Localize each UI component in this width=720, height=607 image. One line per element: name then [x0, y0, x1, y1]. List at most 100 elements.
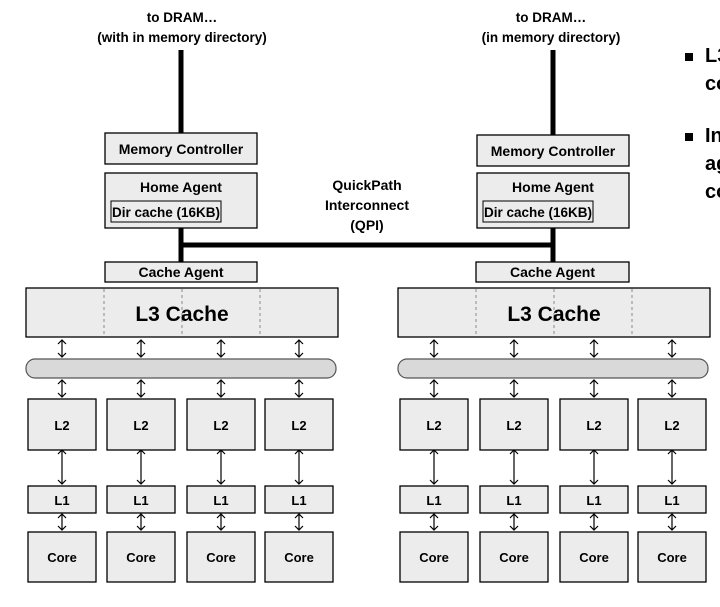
socket-2-core-2-l1-core-arrow [509, 513, 519, 531]
socket-1-memory-controller-label: Memory Controller [119, 141, 244, 157]
socket-1-core-4-bus-l2-arrow [294, 379, 304, 398]
socket-1-cache-agent-box [104, 261, 258, 283]
socket-2-dram-label: (in memory directory) [482, 30, 621, 45]
socket-1-core-1-l2-l1-arrow [57, 449, 67, 485]
wires-layer [57, 50, 677, 531]
socket-1-core-4-core-label: Core [284, 550, 314, 565]
socket-2-core-2-l2-l1-arrow [509, 449, 519, 485]
socket-1-memory-controller-box [104, 132, 258, 165]
socket-2-core-3-l1-box [559, 485, 629, 514]
socket-2-l3-cache-label: L3 Cache [507, 303, 600, 326]
side-text-layer: L3coInagco [685, 45, 720, 203]
socket-2-core-3-l1-label: L1 [586, 493, 601, 508]
socket-2-cache-agent-label: Cache Agent [510, 264, 595, 280]
socket-2-core-1-l1-core-arrow [429, 513, 439, 531]
socket-1-core-2-bus-l2-arrow [136, 379, 146, 398]
socket-2-core-4-l1-core-arrow [667, 513, 677, 531]
socket-2-core-2-l2-label: L2 [506, 418, 521, 433]
socket-1-core-2-l2-label: L2 [133, 418, 148, 433]
socket-2-core-1-bus-l2-arrow [429, 379, 439, 398]
socket-2-core-2-l1-box [479, 485, 549, 514]
socket-1-core-4-l2-label: L2 [291, 418, 306, 433]
side-text-1: L3 [705, 45, 720, 67]
socket-1-ring-bus [25, 358, 337, 379]
socket-1-l3-cache-label: L3 Cache [135, 303, 228, 326]
socket-2-core-1-l2-box [399, 398, 469, 451]
socket-2-core-2-l1-label: L1 [506, 493, 521, 508]
socket-1-core-1-l1-core-arrow [57, 513, 67, 531]
socket-2-core-3-l2-l1-arrow [589, 449, 599, 485]
socket-2-ring-bus [397, 358, 709, 379]
socket-1-core-4-l2-box [264, 398, 334, 451]
socket-1-core-3-l1-box [186, 485, 256, 514]
socket-2-core-3-l2-label: L2 [586, 418, 601, 433]
side-text-2: ag [705, 153, 720, 175]
socket-2-core-4-l2-box [637, 398, 707, 451]
socket-2-core-3-l3-bus-arrow [589, 339, 599, 358]
qpi-label: QuickPath [332, 177, 401, 193]
socket-1-core-1-core-box [27, 531, 97, 583]
socket-1-core-3-l2-box [186, 398, 256, 451]
socket-1-core-4-l2-l1-arrow [294, 449, 304, 485]
qpi-label: (QPI) [350, 217, 383, 233]
side-text-1: co [705, 73, 720, 95]
socket-1-core-4-l3-bus-arrow [294, 339, 304, 358]
socket-2-core-2-bus-l2-arrow [509, 379, 519, 398]
socket-2-dir-cache-label: Dir cache (16KB) [484, 205, 592, 220]
side-text-2: In [705, 125, 720, 147]
socket-1-core-3-l1-core-arrow [216, 513, 226, 531]
qpi-label: Interconnect [325, 197, 409, 213]
side-bullet-1 [685, 53, 693, 61]
socket-2-memory-controller-box [476, 134, 630, 167]
side-bullet-2 [685, 133, 693, 141]
socket-2-core-4-l2-label: L2 [664, 418, 679, 433]
socket-2-core-1-l2-l1-arrow [429, 449, 439, 485]
socket-2-core-2-core-box [479, 531, 549, 583]
socket-2-core-2-l3-bus-arrow [509, 339, 519, 358]
socket-1-cache-agent-label: Cache Agent [138, 264, 223, 280]
socket-2-core-2-core-label: Core [499, 550, 529, 565]
socket-1-core-3-core-label: Core [206, 550, 236, 565]
socket-1-core-4-l1-core-arrow [294, 513, 304, 531]
socket-1-core-1-l2-box [27, 398, 97, 451]
socket-2-core-4-l2-l1-arrow [667, 449, 677, 485]
socket-1-core-4-l1-label: L1 [291, 493, 306, 508]
socket-1-core-1-l1-label: L1 [54, 493, 69, 508]
socket-2-core-1-core-label: Core [419, 550, 449, 565]
socket-1-dir-cache-box [110, 200, 222, 223]
socket-1-core-3-l2-l1-arrow [216, 449, 226, 485]
socket-1-core-2-l2-box [106, 398, 176, 451]
socket-2-home-agent-label: Home Agent [512, 179, 594, 195]
socket-2-core-4-l1-label: L1 [664, 493, 679, 508]
socket-1-core-1-bus-l2-arrow [57, 379, 67, 398]
socket-1-core-2-l1-core-arrow [136, 513, 146, 531]
socket-1-core-3-bus-l2-arrow [216, 379, 226, 398]
socket-2-core-4-bus-l2-arrow [667, 379, 677, 398]
socket-1-dir-cache-label: Dir cache (16KB) [112, 205, 220, 220]
side-text-2: co [705, 181, 720, 203]
socket-1-dram-label: (with in memory directory) [97, 30, 267, 45]
socket-1-core-4-l1-box [264, 485, 334, 514]
socket-1-dram-label: to DRAM… [147, 10, 218, 25]
socket-2-core-1-l2-label: L2 [426, 418, 441, 433]
socket-1-core-1-l2-label: L2 [54, 418, 69, 433]
socket-2-dram-label: to DRAM… [516, 10, 587, 25]
socket-2-core-3-core-box [559, 531, 629, 583]
socket-1-core-1-core-label: Core [47, 550, 77, 565]
socket-2-dir-cache-box [482, 200, 594, 223]
socket-2-core-4-l3-bus-arrow [667, 339, 677, 358]
socket-2-core-3-bus-l2-arrow [589, 379, 599, 398]
socket-2-core-3-l1-core-arrow [589, 513, 599, 531]
socket-2-memory-controller-label: Memory Controller [491, 143, 616, 159]
socket-1-core-2-l1-box [106, 485, 176, 514]
socket-2-core-3-core-label: Core [579, 550, 609, 565]
socket-1-core-2-l3-bus-arrow [136, 339, 146, 358]
socket-2-core-1-l1-label: L1 [426, 493, 441, 508]
socket-1-core-1-l3-bus-arrow [57, 339, 67, 358]
socket-2-core-2-l2-box [479, 398, 549, 451]
socket-2-cache-agent-box [475, 261, 630, 283]
socket-1-core-4-core-box [264, 531, 334, 583]
socket-2-core-4-l1-box [637, 485, 707, 514]
socket-1-core-3-l1-label: L1 [213, 493, 228, 508]
